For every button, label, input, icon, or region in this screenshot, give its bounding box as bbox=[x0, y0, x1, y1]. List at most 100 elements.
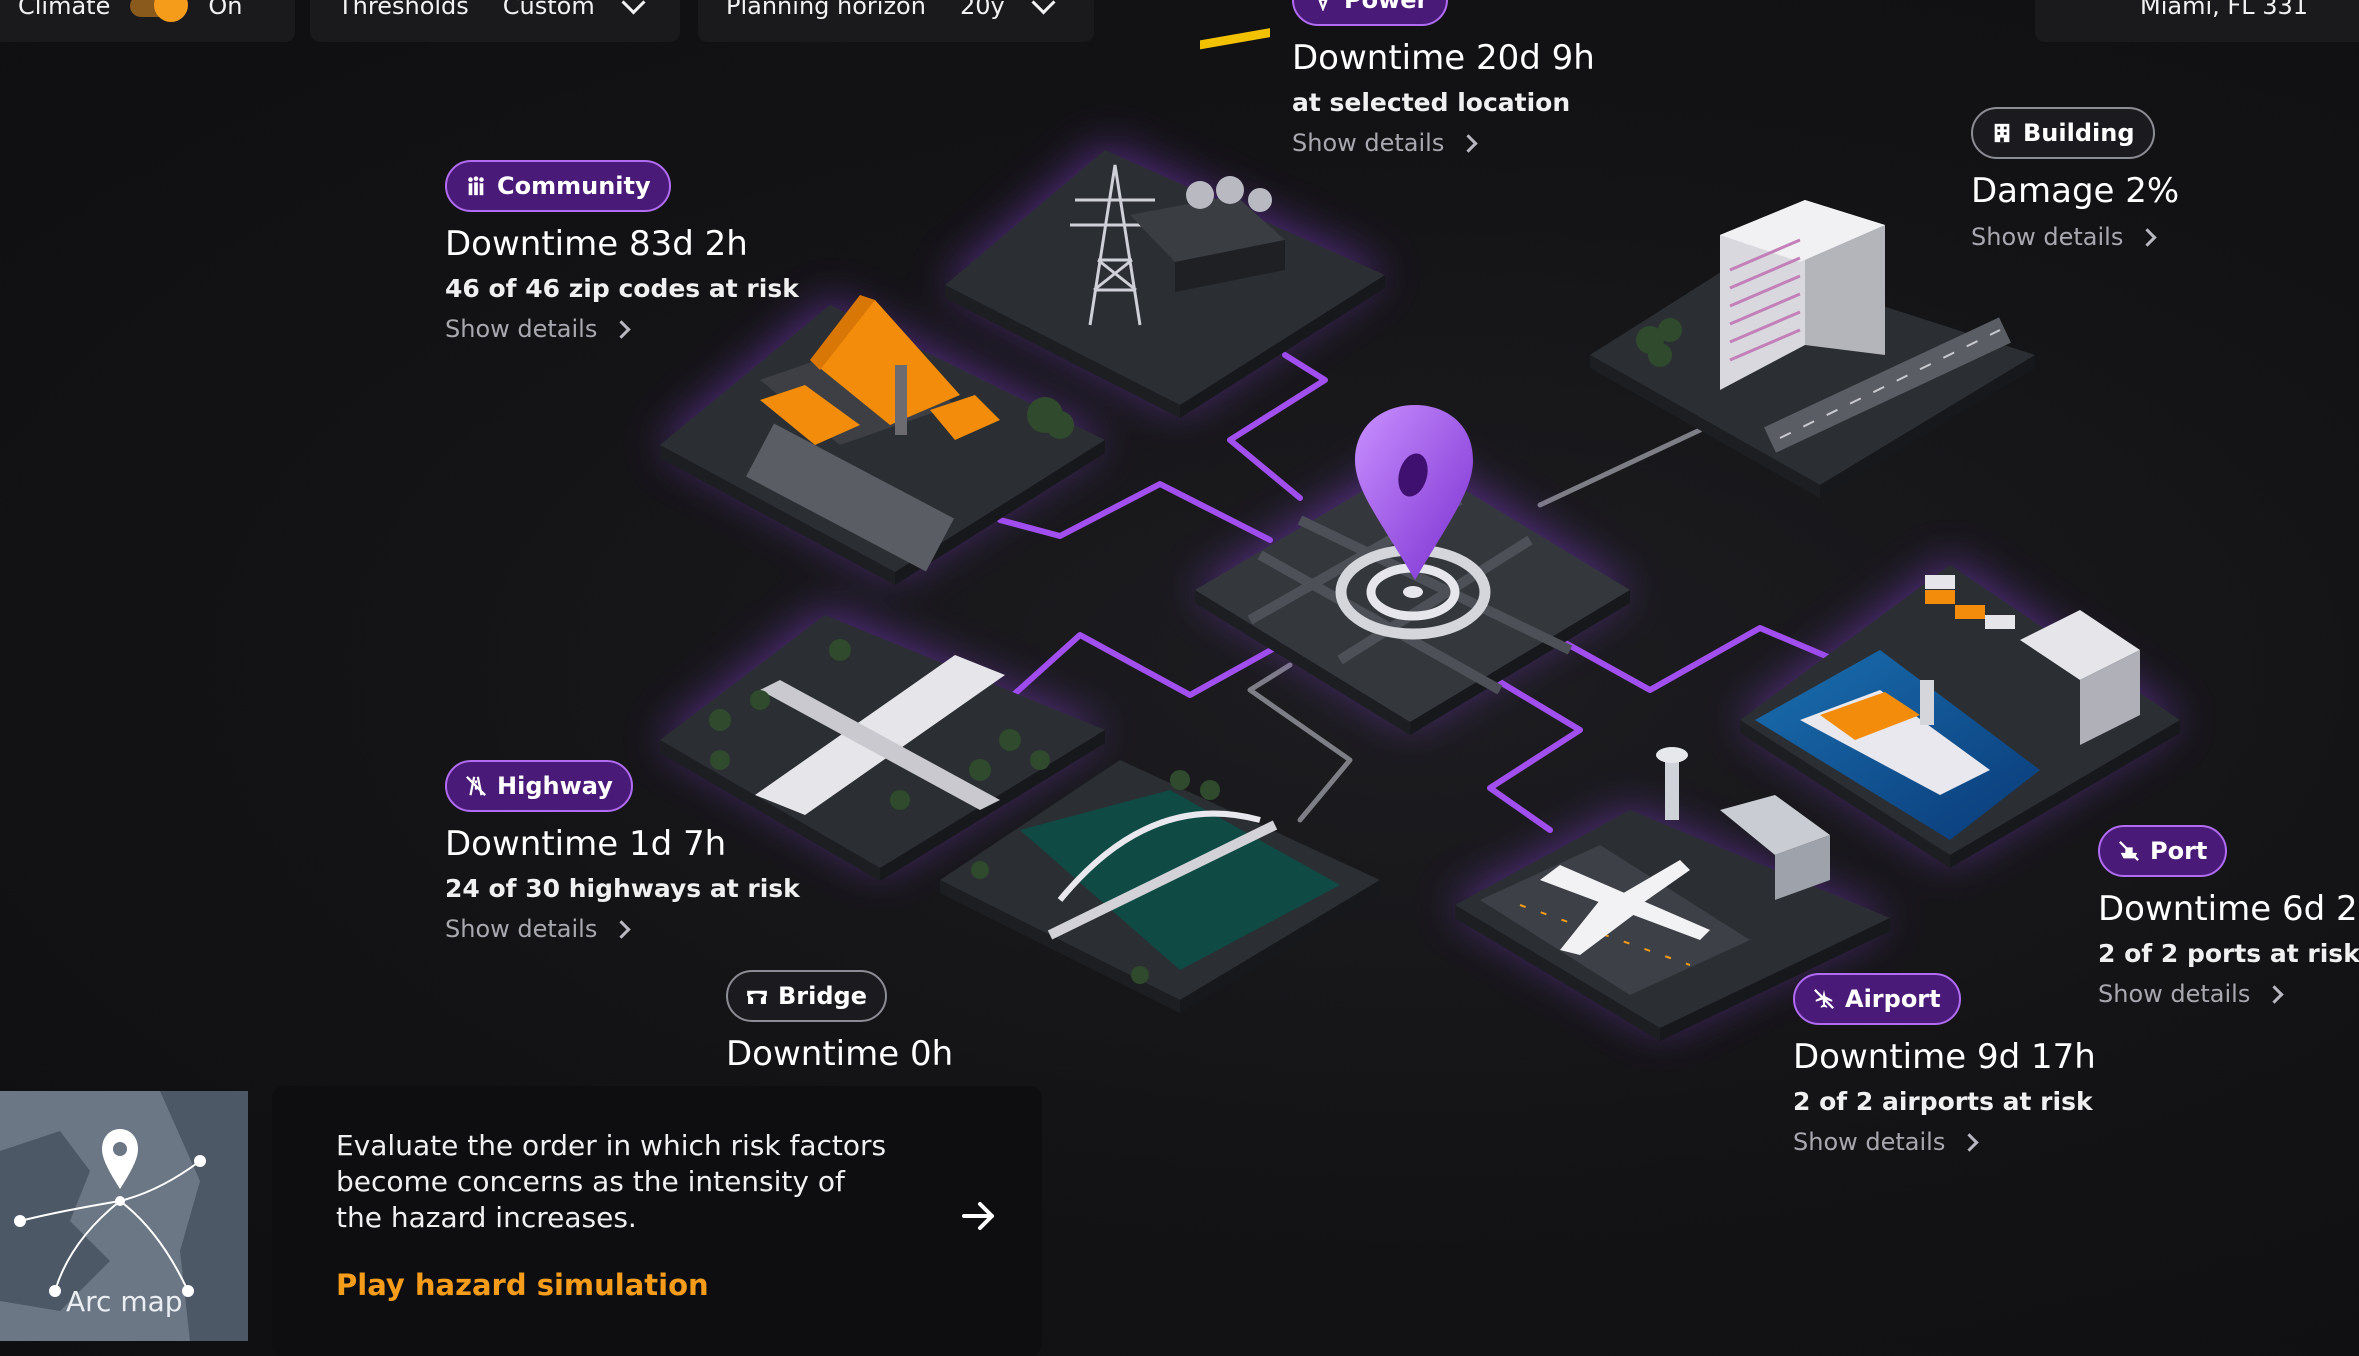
arc-map-label: Arc map bbox=[66, 1285, 183, 1318]
location-pin-icon bbox=[102, 1129, 138, 1189]
chevron-down-icon bbox=[1031, 0, 1056, 15]
house bbox=[760, 295, 1000, 445]
tag-community[interactable]: Community bbox=[445, 160, 671, 212]
chevron-right-icon bbox=[612, 319, 632, 339]
tag-highway-label: Highway bbox=[497, 772, 613, 800]
tag-bridge-label: Bridge bbox=[778, 982, 867, 1010]
power-tower-icon bbox=[1318, 0, 1328, 11]
community-link-label: Show details bbox=[445, 315, 598, 343]
airport-title: Downtime 9d 17h bbox=[1793, 1037, 2096, 1077]
highway-tile bbox=[660, 615, 1105, 881]
building-link-label: Show details bbox=[1971, 223, 2124, 251]
port-show-details[interactable]: Show details bbox=[2098, 980, 2359, 1008]
callout-port: Port Downtime 6d 2h 2 of 2 ports at risk… bbox=[2098, 825, 2359, 1008]
chevron-right-icon bbox=[1459, 133, 1479, 153]
highway-link-label: Show details bbox=[445, 915, 598, 943]
terminal bbox=[1656, 747, 1830, 900]
power-tile bbox=[945, 28, 1385, 418]
building-tile bbox=[1590, 200, 2035, 498]
chevron-right-icon bbox=[612, 919, 632, 939]
warehouse bbox=[2020, 610, 2140, 745]
highway-sub: 24 of 30 highways at risk bbox=[445, 874, 800, 903]
port-title: Downtime 6d 2h bbox=[2098, 889, 2359, 929]
community-tile bbox=[660, 295, 1105, 585]
power-link-label: Show details bbox=[1292, 129, 1445, 157]
power-sub: at selected location bbox=[1292, 88, 1571, 117]
play-hazard-simulation-link[interactable]: Play hazard simulation bbox=[336, 1268, 709, 1302]
tiles bbox=[660, 28, 2180, 1041]
planning-horizon-dropdown[interactable]: Planning horizon 20y bbox=[698, 0, 1094, 42]
connection-lines bbox=[997, 352, 1843, 833]
toggle-knob bbox=[154, 0, 189, 22]
location-box[interactable]: Miami, FL 331 bbox=[2035, 0, 2359, 42]
trees-building bbox=[1636, 318, 1682, 367]
bridge-tile bbox=[940, 760, 1380, 1013]
location-pin-icon bbox=[1355, 405, 1473, 580]
cargo-ship bbox=[1800, 680, 1990, 795]
bridge-icon bbox=[747, 990, 767, 1005]
power-title: Downtime 20d 9h bbox=[1292, 38, 1595, 78]
climate-toggle-group: Climate On bbox=[0, 0, 295, 42]
chevron-down-icon bbox=[621, 0, 646, 15]
airport-link-label: Show details bbox=[1793, 1128, 1946, 1156]
port-sub: 2 of 2 ports at risk bbox=[2098, 939, 2359, 968]
arc-map-preview bbox=[0, 1091, 248, 1341]
chevron-right-icon bbox=[1960, 1132, 1980, 1152]
tag-port-label: Port bbox=[2150, 837, 2208, 865]
thresholds-dropdown[interactable]: Thresholds Custom bbox=[310, 0, 680, 42]
horizon-label: Planning horizon bbox=[726, 0, 926, 20]
tag-airport-label: Airport bbox=[1845, 985, 1941, 1013]
airport-sub: 2 of 2 airports at risk bbox=[1793, 1087, 2093, 1116]
horizon-value: 20y bbox=[959, 0, 1005, 20]
callout-building: Building Damage 2% Show details bbox=[1971, 107, 2179, 251]
chevron-right-icon bbox=[2138, 227, 2158, 247]
highway-title: Downtime 1d 7h bbox=[445, 824, 727, 864]
airport-tile bbox=[1455, 747, 1890, 1041]
tag-bridge[interactable]: Bridge bbox=[726, 970, 887, 1022]
tag-building[interactable]: Building bbox=[1971, 107, 2155, 159]
highway-off-icon bbox=[466, 776, 486, 796]
community-title: Downtime 83d 2h bbox=[445, 224, 748, 264]
arrow-right-icon[interactable] bbox=[960, 1198, 1000, 1234]
tag-airport[interactable]: Airport bbox=[1793, 973, 1961, 1025]
location-text: Miami, FL 331 bbox=[2140, 0, 2308, 20]
climate-toggle[interactable] bbox=[130, 0, 189, 22]
center-tile bbox=[1195, 405, 1630, 735]
port-link-label: Show details bbox=[2098, 980, 2251, 1008]
community-show-details[interactable]: Show details bbox=[445, 315, 799, 343]
office-building bbox=[1720, 200, 1885, 390]
callout-airport: Airport Downtime 9d 17h 2 of 2 airports … bbox=[1793, 973, 2096, 1156]
callout-highway: Highway Downtime 1d 7h 24 of 30 highways… bbox=[445, 760, 800, 943]
panel-description: Evaluate the order in which risk factors… bbox=[336, 1129, 887, 1234]
climate-state: On bbox=[208, 0, 243, 20]
tag-highway[interactable]: Highway bbox=[445, 760, 633, 812]
simulation-panel: Evaluate the order in which risk factors… bbox=[272, 1086, 1042, 1356]
transmission-tower bbox=[1070, 164, 1160, 326]
power-plant bbox=[1130, 28, 1285, 292]
airplane-off-icon bbox=[1814, 989, 1834, 1009]
port-off-icon bbox=[2119, 841, 2139, 861]
power-show-details[interactable]: Show details bbox=[1292, 129, 1595, 157]
building-icon bbox=[1994, 123, 2010, 143]
climate-label: Climate bbox=[18, 0, 111, 20]
tag-power[interactable]: Power bbox=[1292, 0, 1449, 26]
callout-bridge: Bridge Downtime 0h bbox=[726, 970, 953, 1074]
highway-show-details[interactable]: Show details bbox=[445, 915, 800, 943]
port-tile bbox=[1740, 565, 2180, 868]
bridge-title: Downtime 0h bbox=[726, 1034, 954, 1074]
building-show-details[interactable]: Show details bbox=[1971, 223, 2179, 251]
building-title: Damage 2% bbox=[1971, 171, 2180, 211]
airport-show-details[interactable]: Show details bbox=[1793, 1128, 2096, 1156]
tag-community-label: Community bbox=[497, 172, 651, 200]
tag-power-label: Power bbox=[1344, 0, 1429, 14]
community-icon bbox=[468, 176, 484, 196]
community-sub: 46 of 46 zip codes at risk bbox=[445, 274, 799, 303]
thresholds-label: Thresholds bbox=[338, 0, 469, 20]
arc-map-thumbnail[interactable]: Arc map bbox=[0, 1091, 248, 1341]
callout-community: Community Downtime 83d 2h 46 of 46 zip c… bbox=[445, 160, 799, 343]
thresholds-value: Custom bbox=[502, 0, 595, 20]
tag-port[interactable]: Port bbox=[2098, 825, 2228, 877]
chevron-right-icon bbox=[2265, 984, 2285, 1004]
tag-building-label: Building bbox=[2023, 119, 2135, 147]
